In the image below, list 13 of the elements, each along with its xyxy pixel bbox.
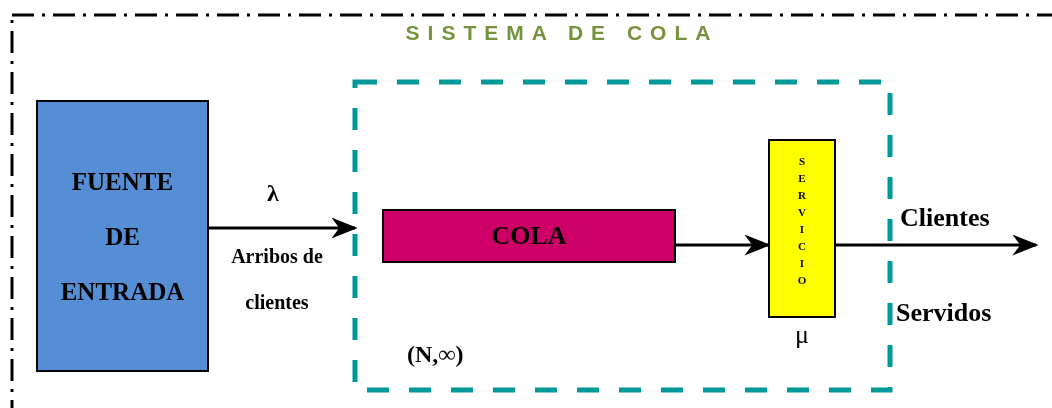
arrow: [836, 234, 1039, 256]
annotation-label: Arribos de clientes: [230, 244, 324, 315]
arrow: [676, 234, 771, 256]
node-label: FUENTE DE ENTRADA: [60, 166, 185, 307]
queue-box: [382, 209, 676, 263]
node-label: SISTEMA DE COLA: [405, 21, 719, 45]
rate-label: μ: [794, 320, 810, 350]
node-label: COLA: [491, 221, 567, 251]
arrow: [209, 217, 358, 239]
annotation-label: Servidos: [896, 297, 993, 329]
node-label: SERVICIO: [796, 154, 808, 289]
node-label: (N,∞): [407, 341, 464, 368]
input-source-box: [36, 100, 209, 372]
